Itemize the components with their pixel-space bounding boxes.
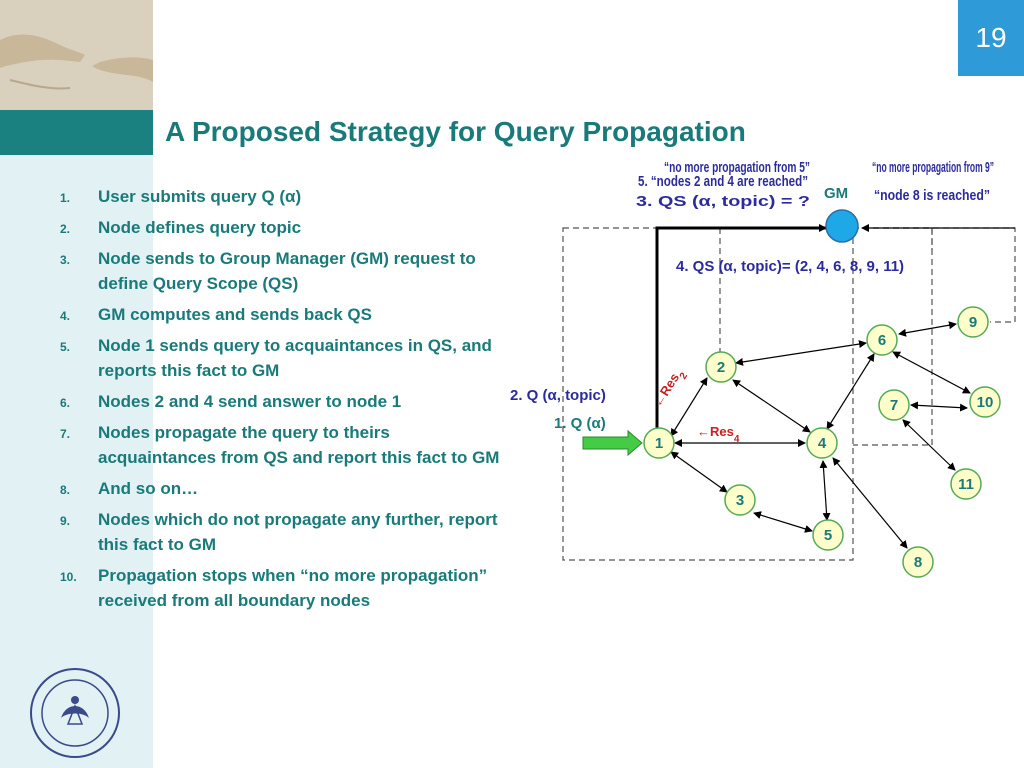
node-6 — [866, 324, 898, 356]
list-text: Nodes propagate the query to theirs acqu… — [98, 423, 500, 467]
label-node-8-reached: “node 8 is reached” — [874, 187, 990, 204]
edge-7-11 — [902, 419, 956, 471]
node-2-label: 2 — [717, 359, 725, 376]
list-text: Node 1 sends query to acquaintances in Q… — [98, 336, 492, 380]
teal-header-bar — [0, 110, 153, 155]
slide-title: A Proposed Strategy for Query Propagatio… — [165, 116, 746, 147]
list-text: Nodes 2 and 4 send answer to node 1 — [98, 392, 402, 411]
edge-1-3 — [670, 451, 728, 493]
label-qs-request: 3. QS (α, topic) = ? — [636, 193, 810, 210]
node-5-label: 5 — [824, 527, 832, 544]
university-seal — [28, 666, 122, 765]
node-1 — [643, 427, 675, 459]
list-item: 5. Node 1 sends query to acquaintances in… — [60, 333, 500, 383]
edge-4-5 — [819, 460, 831, 521]
node-8-label: 8 — [914, 554, 922, 571]
list-number: 3. — [60, 253, 71, 267]
user-query-arrow — [582, 429, 643, 457]
node-9-label: 9 — [969, 314, 977, 331]
node-4-label: 4 — [818, 435, 827, 452]
list-item: 4. GM computes and sends back QS — [60, 302, 500, 327]
list-item: 3. Node sends to Group Manager (GM) reque… — [60, 246, 500, 296]
list-text: User submits query Q (α) — [98, 187, 302, 206]
list-number: 5. — [60, 340, 71, 354]
edge-3-5 — [753, 511, 813, 533]
node-7 — [878, 389, 910, 421]
page-number: 19 — [975, 22, 1007, 53]
list-item: 9. Nodes which do not propagate any furth… — [60, 507, 500, 557]
list-text: Node sends to Group Manager (GM) request… — [98, 249, 476, 293]
label-nodes-reached: 5. “nodes 2 and 4 are reached” — [638, 173, 808, 190]
list-item: 8. And so on… — [60, 476, 500, 501]
label-qs-result: 4. QS (α, topic)= (2, 4, 6, 8, 9, 11) — [676, 258, 904, 275]
list-number: 1. — [60, 191, 71, 205]
fresco-image — [0, 0, 153, 110]
list-item: 2. Node defines query topic — [60, 215, 500, 240]
list-number: 7. — [60, 427, 71, 441]
edge-2-4 — [732, 379, 811, 433]
node-11 — [950, 468, 982, 500]
list-number: 10. — [60, 570, 77, 584]
edge-1-2 — [670, 377, 708, 437]
page-number-badge: 19 — [958, 0, 1024, 76]
node-2 — [705, 351, 737, 383]
list-text: And so on… — [98, 479, 199, 498]
steps-list: 1. User submits query Q (α) 2. Node define… — [60, 184, 500, 619]
node-10 — [969, 386, 1001, 418]
edge-4-6 — [826, 353, 875, 430]
edge-2-6 — [735, 340, 867, 366]
label-query-topic: 2. Q (α, topic) — [510, 387, 606, 404]
edge-7-10 — [910, 401, 968, 412]
list-number: 8. — [60, 483, 71, 497]
label-no-more-from-5: “no more propagation from 5” — [664, 159, 810, 176]
boundary-box-inner — [853, 227, 933, 446]
node-5 — [812, 519, 844, 551]
list-number: 6. — [60, 396, 71, 410]
node-9 — [957, 306, 989, 338]
gm-label: GM — [824, 185, 848, 202]
edge-6-10 — [892, 351, 971, 394]
list-number: 9. — [60, 514, 71, 528]
node-4 — [806, 427, 838, 459]
node-7-label: 7 — [890, 397, 898, 414]
gm-node — [825, 209, 859, 243]
list-text: Nodes which do not propagate any further… — [98, 510, 498, 554]
list-text: GM computes and sends back QS — [98, 305, 372, 324]
list-item: 1. User submits query Q (α) — [60, 184, 500, 209]
list-number: 4. — [60, 309, 71, 323]
list-text: Node defines query topic — [98, 218, 302, 237]
node-3-label: 3 — [736, 492, 744, 509]
boundary-box-outer — [562, 227, 854, 561]
node-1-label: 1 — [655, 435, 663, 452]
node-11-label: 11 — [958, 476, 974, 493]
list-item: 10. Propagation stops when “no more propa… — [60, 563, 500, 613]
query-scope-path — [655, 224, 827, 440]
boundary-box-right — [853, 227, 1016, 323]
node-10-label: 10 — [977, 394, 994, 411]
left-sidebar-strip — [0, 155, 153, 768]
label-query-alpha: 1. Q (α) — [554, 415, 606, 432]
node-6-label: 6 — [878, 332, 886, 349]
node-3 — [724, 484, 756, 516]
list-item: 7. Nodes propagate the query to theirs ac… — [60, 420, 500, 470]
edge-6-9 — [898, 321, 957, 337]
list-text: Propagation stops when “no more propagat… — [98, 566, 488, 610]
node-8 — [902, 546, 934, 578]
label-no-more-from-9: “no more propagation from 9” — [872, 159, 994, 176]
list-item: 6. Nodes 2 and 4 send answer to node 1 — [60, 389, 500, 414]
list-number: 2. — [60, 222, 71, 236]
label-res4: ←Res4 — [697, 424, 740, 445]
edge-4-8 — [832, 457, 908, 549]
